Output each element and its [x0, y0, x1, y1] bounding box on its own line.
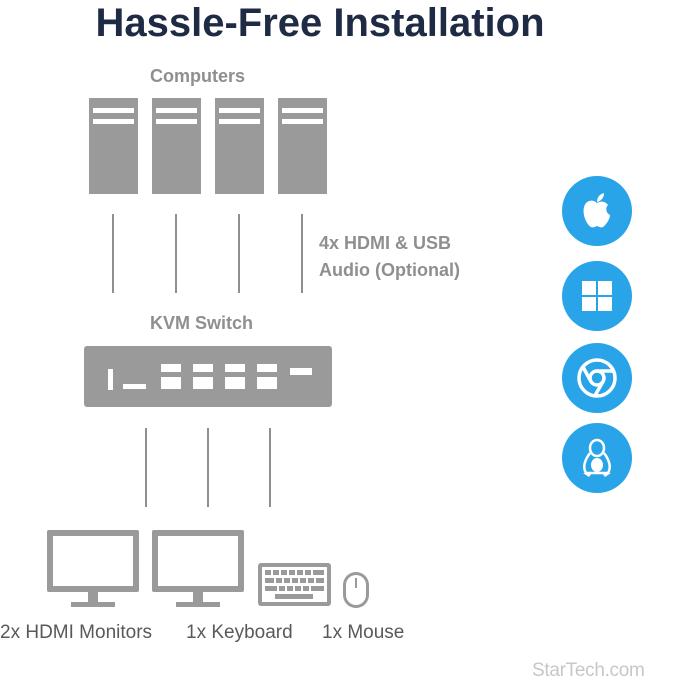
computer-cables [112, 214, 303, 293]
computers-label: Computers [150, 66, 246, 86]
windows-icon [562, 261, 632, 331]
computer-tower-1 [89, 98, 138, 194]
kvm-switch-label: KVM Switch [150, 313, 254, 333]
startech-watermark: StarTech.com [532, 660, 645, 681]
apple-icon [562, 176, 632, 246]
peripheral-cables [145, 428, 271, 507]
linux-tux-icon [562, 423, 632, 493]
mouse-label: 1x Mouse [322, 622, 405, 643]
kvm-switch [84, 346, 332, 407]
keyboard [258, 563, 331, 606]
computer-tower-4 [278, 98, 327, 194]
cables-label-line2: Audio (Optional) [319, 260, 460, 280]
computer-tower-2 [152, 98, 201, 194]
chrome-icon [562, 343, 632, 413]
mouse [343, 572, 369, 608]
computer-tower-3 [215, 98, 264, 194]
monitor-1 [47, 530, 139, 607]
cables-label-line1: 4x HDMI & USB [319, 233, 452, 253]
monitor-2 [152, 530, 244, 607]
monitors-label: 2x HDMI Monitors [0, 622, 153, 643]
keyboard-label: 1x Keyboard [186, 622, 293, 643]
cables-label: 4x HDMI & USB Audio (Optional) [319, 230, 460, 284]
page-title: Hassle-Free Installation [95, 1, 545, 45]
